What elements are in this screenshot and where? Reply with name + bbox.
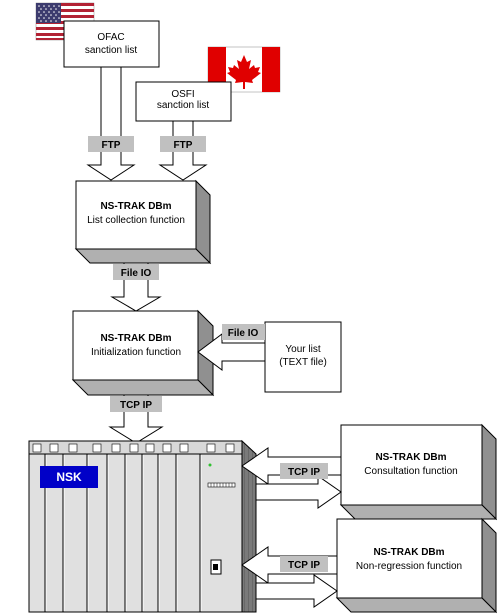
your-list-box: Your list (TEXT file) [264, 321, 342, 393]
nsk-label: NSK [56, 470, 82, 484]
file-io-1-label-bg [113, 264, 159, 280]
tcpip-1-label-bg [110, 396, 162, 412]
nsk-label-bg [40, 466, 98, 488]
ftp-left-label-bg [88, 136, 134, 152]
your-list-sublabel: (TEXT file) [279, 357, 327, 368]
canada-flag-icon [207, 46, 281, 93]
tcpip-1-label: TCP IP [120, 400, 152, 411]
osfi-sublabel: sanction list [157, 100, 209, 111]
ftp-right-label-bg [160, 136, 206, 152]
ftp-right-label: FTP [174, 140, 193, 151]
nonregression-title: NS-TRAK DBm [373, 547, 444, 558]
ofac-label: OFAC [97, 32, 124, 43]
drive-slot-icon [207, 482, 236, 488]
initialization-title: NS-TRAK DBm [100, 333, 171, 344]
initialization-box: NS-TRAK DBm Initialization function [71, 309, 215, 397]
nsk-server-rack: NSK [28, 439, 257, 613]
tcpip-3-label-bg [280, 556, 328, 572]
ofac-sublabel: sanction list [85, 45, 137, 56]
status-led-icon [208, 463, 212, 467]
ftp-left-label: FTP [102, 140, 121, 151]
consultation-box: NS-TRAK DBm Consultation function [339, 423, 497, 521]
collection-box: NS-TRAK DBm List collection function [74, 179, 212, 265]
file-io-arrow-left [197, 333, 266, 371]
tcpip-3-label: TCP IP [288, 560, 320, 571]
collection-subtitle: List collection function [87, 215, 185, 226]
tcpip-2-label-bg [280, 463, 328, 479]
file-io-1-label: File IO [121, 268, 152, 279]
consultation-title: NS-TRAK DBm [375, 452, 446, 463]
nonregression-box: NS-TRAK DBm Non-regression function [335, 517, 497, 614]
osfi-label: OSFI [171, 89, 194, 100]
initialization-subtitle: Initialization function [91, 347, 181, 358]
osfi-source-box: OSFI sanction list [135, 81, 232, 122]
file-io-2-label-bg [222, 324, 265, 340]
ftp-arrow-left [86, 66, 136, 181]
your-list-label: Your list [285, 344, 320, 355]
nonregression-subtitle: Non-regression function [356, 561, 462, 572]
collection-title: NS-TRAK DBm [100, 201, 171, 212]
file-io-2-label: File IO [228, 328, 259, 339]
tcpip-2-label: TCP IP [288, 467, 320, 478]
consultation-subtitle: Consultation function [364, 466, 457, 477]
power-plug-icon [210, 559, 222, 575]
ofac-source-box: OFAC sanction list [63, 20, 160, 68]
